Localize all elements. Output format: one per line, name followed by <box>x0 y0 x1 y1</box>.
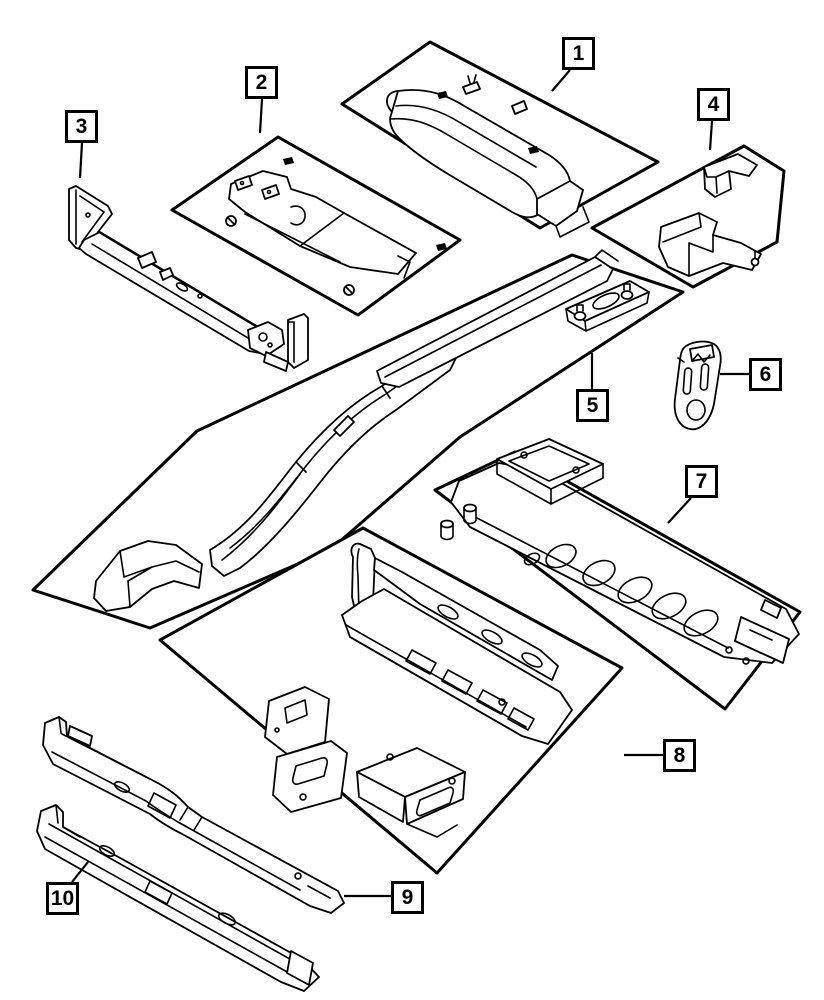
leader-line-10 <box>71 861 89 883</box>
callout-9: 9 <box>391 881 424 914</box>
callout-4: 4 <box>697 88 730 121</box>
callout-7: 7 <box>685 465 718 498</box>
leader-lines <box>71 69 749 898</box>
part-5-frame-rail-kit-drawing <box>93 249 650 612</box>
leader-line-7 <box>667 497 692 524</box>
part-3-sill-rail-drawing <box>68 185 309 372</box>
part-1-cowl-top-panel-drawing <box>386 74 590 238</box>
plate-5-outline <box>31 253 685 630</box>
part-10-rocker-sill-drawing <box>36 804 320 992</box>
part-8-dash-crossmember-drawing <box>264 542 573 838</box>
callout-2: 2 <box>245 66 278 99</box>
leader-line-1 <box>551 69 571 92</box>
callout-8: 8 <box>663 739 696 772</box>
part-2-dash-panel-drawing <box>225 157 447 296</box>
callout-3: 3 <box>65 110 98 143</box>
plate-8-outline <box>158 526 624 875</box>
part-7-floor-side-panel-drawing <box>440 438 800 665</box>
leader-line-4 <box>708 120 714 151</box>
part-9-floor-crossmember-drawing <box>42 716 345 914</box>
callout-5: 5 <box>576 389 609 422</box>
leader-line-2 <box>258 98 264 134</box>
callout-6: 6 <box>749 358 782 391</box>
callout-10: 10 <box>46 882 79 915</box>
leader-line-3 <box>78 142 84 179</box>
part-4-bracket-pair-drawing <box>658 153 762 277</box>
callout-1: 1 <box>562 37 595 70</box>
part-6-tow-bracket-drawing <box>673 340 722 431</box>
